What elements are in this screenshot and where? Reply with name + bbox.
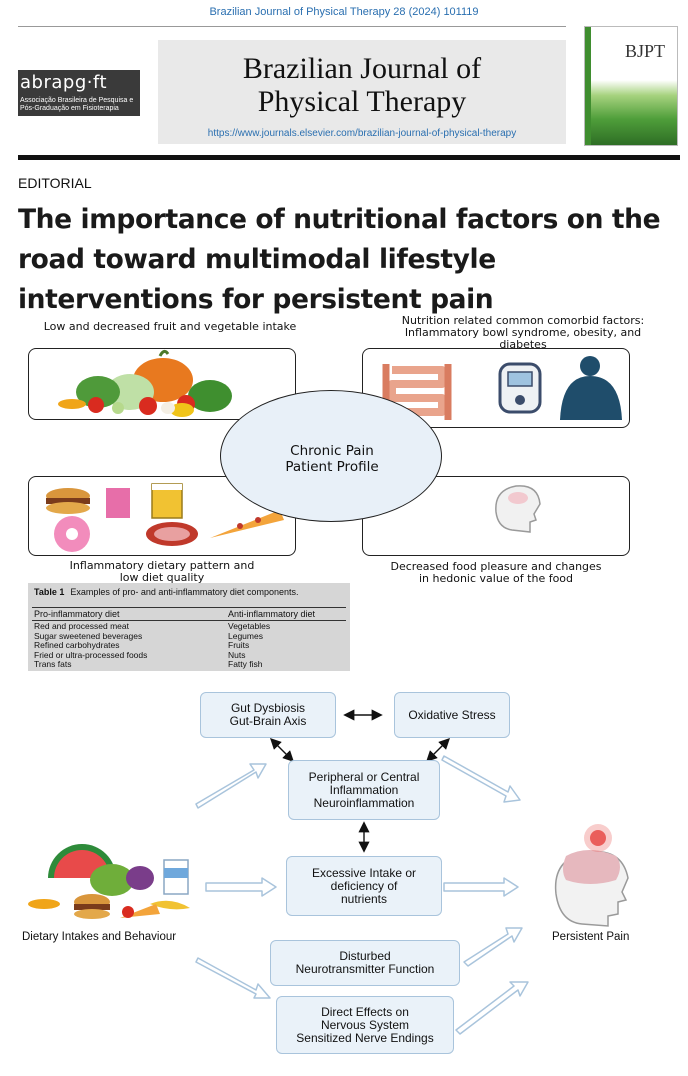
fig1-bottom-right-caption: Decreased food pleasure and changes in h… (346, 561, 646, 585)
cover-title: BJPT (625, 41, 666, 61)
oxidative-inflammation-arrow (426, 738, 450, 762)
journal-url-link[interactable]: https://www.journals.elsevier.com/brazil… (207, 128, 517, 139)
society-logo-name: abrapg·ft (20, 72, 108, 93)
direct-effects-box: Direct Effects on Nervous System Sensiti… (276, 996, 454, 1054)
journal-title-line-1: Brazilian Journal of (242, 52, 482, 85)
patient-profile-label: Chronic Pain Patient Profile (285, 443, 379, 475)
article-title: The importance of nutritional factors on… (18, 204, 661, 315)
journal-masthead: Brazilian Journal of Physical Therapy ht… (158, 40, 566, 144)
direct-to-pain-arrow (455, 981, 529, 1035)
table-1: Table 1 Examples of pro- and anti-inflamm… (28, 583, 350, 671)
society-logo-sub-line-1: Associação Brasileira de Pesquisa e (20, 97, 134, 104)
diet-to-direct-arrow (195, 957, 271, 999)
table-label: Table 1 (34, 587, 65, 597)
table-cell: Fatty fish (228, 659, 263, 669)
masthead-rule (18, 155, 680, 160)
direct-effects-label: Direct Effects on Nervous System Sensiti… (296, 1004, 434, 1045)
neurotransmitter-label: Disturbed Neurotransmitter Function (295, 949, 435, 976)
fig1-top-right-line-2: Inflammatory bowl syndrome, obesity, and (404, 326, 642, 339)
fig1-top-right-caption: Nutrition related common comorbid factor… (358, 315, 688, 351)
table-header-anti: Anti-inflammatory diet (228, 609, 316, 619)
table-caption-text: Examples of pro- and anti-inflammatory d… (70, 587, 299, 597)
gut-dysbiosis-box: Gut Dysbiosis Gut-Brain Axis (200, 692, 336, 738)
table-cell: Refined carbohydrates (34, 640, 120, 650)
oxidative-stress-label: Oxidative Stress (408, 707, 496, 722)
nutrient-intake-label: Excessive Intake or deficiency of nutrie… (311, 865, 417, 906)
table-caption: Table 1 Examples of pro- and anti-inflamm… (34, 587, 346, 597)
table-cell: Nuts (228, 649, 246, 660)
chronic-pain-patient-profile: Chronic Pain Patient Profile (220, 390, 442, 522)
inflammation-box: Peripheral or Central Inflammation Neuro… (288, 760, 440, 820)
intake-to-pain-arrow (443, 877, 519, 897)
journal-title: Brazilian Journal of Physical Therapy (158, 52, 566, 118)
gut-inflammation-arrow (270, 738, 294, 762)
oxidative-stress-box: Oxidative Stress (394, 692, 510, 738)
header-rule (18, 26, 566, 27)
table-cell: Fruits (228, 640, 250, 650)
fig1-bottom-right-line-2: in hedonic value of the food (418, 572, 574, 585)
inflammation-to-pain-arrow (441, 755, 521, 803)
table-cell: Red and processed meat (34, 621, 129, 631)
fig1-top-right-line-3: diabetes (499, 338, 547, 351)
inflammation-label: Peripheral or Central Inflammation Neuro… (308, 769, 420, 810)
table-cell: Legumes (228, 630, 263, 641)
table-cell: Vegetables (228, 621, 271, 631)
nutrient-intake-box: Excessive Intake or deficiency of nutrie… (286, 856, 442, 916)
cover-spine (585, 27, 591, 145)
fig1-bottom-left-line-2: low diet quality (119, 571, 205, 584)
journal-title-line-2: Physical Therapy (257, 85, 467, 118)
fig1-top-left-caption: Low and decreased fruit and vegetable in… (43, 320, 297, 333)
neurotransmitter-box: Disturbed Neurotransmitter Function (270, 940, 460, 986)
fig1-bottom-right-line-1: Decreased food pleasure and changes (390, 560, 602, 573)
fig1-bottom-left-caption: Inflammatory dietary pattern and low die… (20, 560, 304, 584)
journal-cover-thumbnail[interactable]: BJPT (584, 26, 678, 146)
table-header-rule (32, 620, 346, 621)
fig1-top-right-line-1: Nutrition related common comorbid factor… (401, 314, 645, 327)
section-label: EDITORIAL (18, 175, 92, 191)
neurotransmitter-to-pain-arrow (463, 927, 523, 967)
diet-to-inflammation-arrow (195, 763, 267, 809)
fig1-bottom-left-line-1: Inflammatory dietary pattern and (69, 559, 255, 572)
society-logo: abrapg·ft Associação Brasileira de Pesqu… (18, 70, 140, 116)
table-header-pro: Pro-inflammatory diet (34, 609, 120, 619)
society-logo-subtitle: Associação Brasileira de Pesquisa e Pós-… (20, 97, 133, 113)
journal-citation: Brazilian Journal of Physical Therapy 28… (209, 6, 479, 18)
diet-to-intake-arrow (205, 877, 277, 897)
head-brain-icon (554, 824, 629, 927)
gut-dysbiosis-label: Gut Dysbiosis Gut-Brain Axis (229, 701, 307, 728)
table-cell: Trans fats (34, 659, 72, 669)
table-cell: Fried or ultra-processed foods (34, 649, 148, 660)
dietary-intakes-label: Dietary Intakes and Behaviour (22, 931, 177, 943)
table-cell: Sugar sweetened beverages (34, 630, 143, 641)
persistent-pain-label: Persistent Pain (552, 931, 630, 943)
table-top-rule (32, 607, 346, 608)
society-logo-sub-line-2: Pós-Graduação em Fisioterapia (20, 105, 119, 112)
dietary-food-cluster-icon (28, 844, 190, 919)
